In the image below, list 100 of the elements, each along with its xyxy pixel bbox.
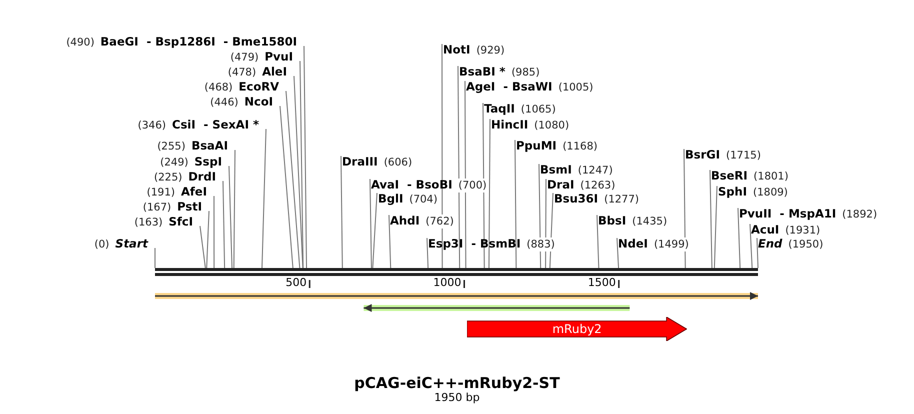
leader-line	[538, 164, 542, 268]
enzyme-name: SfcI	[168, 214, 193, 228]
feature-label: mRuby2	[552, 321, 602, 337]
enzyme-name: BglI	[378, 192, 404, 206]
leader-line	[233, 150, 236, 268]
leader-line	[286, 90, 300, 268]
leader-line	[280, 106, 294, 268]
cut-position: (700)	[458, 178, 487, 192]
leader-line	[426, 238, 429, 268]
cut-position: (1801)	[754, 170, 788, 184]
enzyme-name: PvuII - MspA1I	[739, 206, 836, 220]
cut-position: (191)	[146, 186, 176, 200]
leader-line	[304, 46, 308, 268]
scale-label: 500	[286, 276, 307, 289]
cut-position: (606)	[384, 156, 412, 170]
leader-line	[714, 186, 718, 268]
enzyme-name: BbsI	[598, 214, 626, 228]
enzyme-name: PvuI	[264, 50, 293, 64]
leader-line	[262, 128, 266, 268]
cut-position: (1809)	[752, 186, 788, 200]
leader-line	[442, 44, 443, 268]
leader-line	[214, 196, 215, 268]
leader-line	[684, 148, 686, 268]
cut-position: (167)	[142, 200, 172, 214]
end-label: End	[758, 236, 782, 250]
sequence-feature	[155, 292, 758, 300]
cut-position: (468)	[204, 80, 233, 94]
cut-position: (225)	[154, 170, 182, 184]
enzyme-name: NdeI	[618, 236, 648, 250]
cut-position: (1499)	[654, 238, 689, 252]
cut-position: (0)	[94, 238, 110, 252]
enzyme-name: CsiI - SexAI *	[172, 118, 259, 132]
enzyme-name: AleI	[262, 64, 287, 78]
enzyme-name: EcoRV	[238, 80, 279, 94]
leader-line	[488, 118, 490, 268]
cut-position: (1005)	[558, 80, 594, 94]
enzyme-name: AvaI - BsoBI	[371, 178, 452, 192]
cut-position: (1065)	[520, 102, 556, 116]
enzyme-name: NcoI	[244, 94, 273, 108]
leader-line	[710, 170, 712, 268]
cut-position: (1435)	[632, 214, 668, 228]
enzyme-name: BseRI	[711, 168, 748, 182]
cut-position: (883)	[526, 238, 555, 252]
enzyme-name: AgeI - BsaWI	[466, 80, 552, 94]
leader-line	[756, 238, 758, 268]
enzyme-name: HincII	[491, 118, 528, 132]
enzyme-name: BsaBI *	[459, 64, 506, 78]
cut-position: (255)	[157, 140, 186, 154]
cut-position: (479)	[230, 50, 259, 64]
sequence-length: 1950 bp	[434, 391, 480, 404]
leader-line	[464, 80, 466, 268]
leader-line	[222, 180, 226, 268]
leader-line	[200, 226, 206, 268]
cut-position: (1168)	[562, 140, 598, 154]
cut-position: (1080)	[534, 118, 570, 132]
enzyme-name: AcuI	[751, 222, 780, 236]
enzyme-name: BsaAI	[191, 138, 228, 152]
enzyme-name: NotI	[443, 42, 470, 56]
leader-line	[370, 178, 372, 268]
cut-position: (1715)	[726, 148, 761, 162]
enzyme-name: BsmI	[540, 162, 572, 176]
scale-label: 1500	[588, 276, 616, 289]
enzyme-name: PstI	[177, 200, 202, 214]
leader-line	[300, 60, 304, 268]
leader-line	[482, 102, 485, 268]
cut-position: (929)	[476, 44, 505, 58]
leader-line	[596, 214, 600, 268]
cut-position: (762)	[426, 214, 454, 228]
enzyme-name: Esp3I - BsmBI	[428, 236, 521, 250]
end-label: Start	[115, 236, 148, 250]
cut-position: (1892)	[842, 208, 878, 222]
enzyme-name: DraI	[547, 178, 574, 192]
cut-position: (163)	[134, 216, 163, 230]
cut-position: (446)	[210, 96, 238, 110]
cut-position: (1247)	[578, 164, 613, 178]
leader-line	[750, 224, 753, 268]
cut-position: (704)	[409, 192, 438, 206]
cut-position: (1263)	[580, 178, 616, 192]
enzyme-name: AhdI	[390, 214, 420, 228]
cut-position: (478)	[228, 66, 256, 80]
leader-line	[388, 214, 392, 268]
leader-line	[514, 140, 517, 268]
enzyme-name: SspI	[194, 154, 222, 168]
scale-label: 1000	[433, 276, 462, 289]
cut-position: (985)	[511, 66, 540, 80]
cut-position: (1277)	[604, 192, 640, 206]
enzyme-name: AfeI	[181, 184, 207, 198]
leader-line	[372, 192, 378, 268]
enzyme-name: SphI	[718, 184, 747, 198]
leader-line	[458, 66, 460, 268]
leader-line	[738, 208, 741, 268]
enzyme-name: Bsu36I	[554, 192, 598, 206]
cut-position: (249)	[160, 156, 188, 170]
enzyme-name: PpuMI	[516, 138, 557, 152]
leader-line	[340, 156, 343, 268]
leader-line	[228, 166, 232, 268]
leader-line	[616, 238, 620, 268]
cut-position: (1950)	[788, 238, 824, 252]
leader-line	[154, 248, 156, 268]
sequence-backbone	[155, 268, 758, 276]
